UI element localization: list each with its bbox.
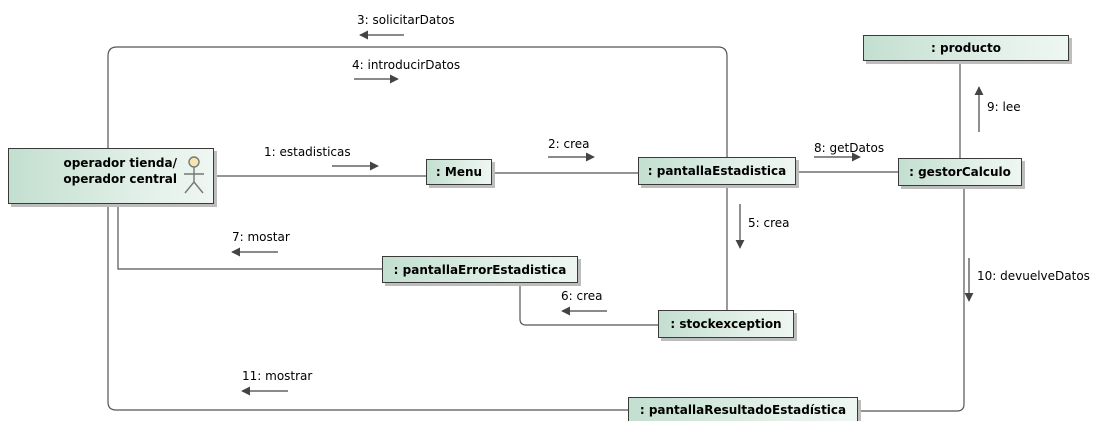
actor-name-line2: operador central <box>63 172 177 186</box>
message-9-label: 9: lee <box>987 100 1021 114</box>
link-actor-error <box>117 204 382 270</box>
actor-name-line1: operador tienda/ <box>63 156 177 170</box>
object-producto[interactable]: : producto <box>863 35 1069 61</box>
message-6-label: 6: crea <box>561 289 603 303</box>
actor-operador[interactable]: operador tienda/ operador central <box>8 148 214 204</box>
link-actor-resultado <box>107 204 628 411</box>
message-10-label: 10: devuelveDatos <box>977 269 1090 283</box>
object-stock-exception[interactable]: : stockexception <box>658 310 794 338</box>
message-5-label: 5: crea <box>748 216 790 230</box>
object-pantalla-resultado-estadistica[interactable]: : pantallaResultadoEstadística <box>628 397 858 421</box>
message-4-label: 4: introducirDatos <box>352 58 461 72</box>
link-actor-pantalla-loop <box>107 46 728 160</box>
object-pantalla-error-estadistica[interactable]: : pantallaErrorEstadistica <box>382 256 578 283</box>
object-gestor-calculo[interactable]: : gestorCalculo <box>898 158 1022 186</box>
message-1-label: 1: estadisticas <box>264 145 351 159</box>
link-error-stock <box>519 284 658 326</box>
actor-names: operador tienda/ operador central <box>9 155 177 187</box>
object-pantalla-estadistica[interactable]: : pantallaEstadistica <box>638 157 796 185</box>
message-2-label: 2: crea <box>548 137 590 151</box>
message-11-label: 11: mostrar <box>242 369 313 383</box>
message-7-label: 7: mostar <box>232 230 290 244</box>
link-gestor-resultado <box>858 186 965 412</box>
message-8-label: 8: getDatos <box>814 141 885 155</box>
message-3-label: 3: solicitarDatos <box>357 13 455 27</box>
actor-stick-figure-icon <box>184 156 204 194</box>
object-menu[interactable]: : Menu <box>426 159 492 185</box>
